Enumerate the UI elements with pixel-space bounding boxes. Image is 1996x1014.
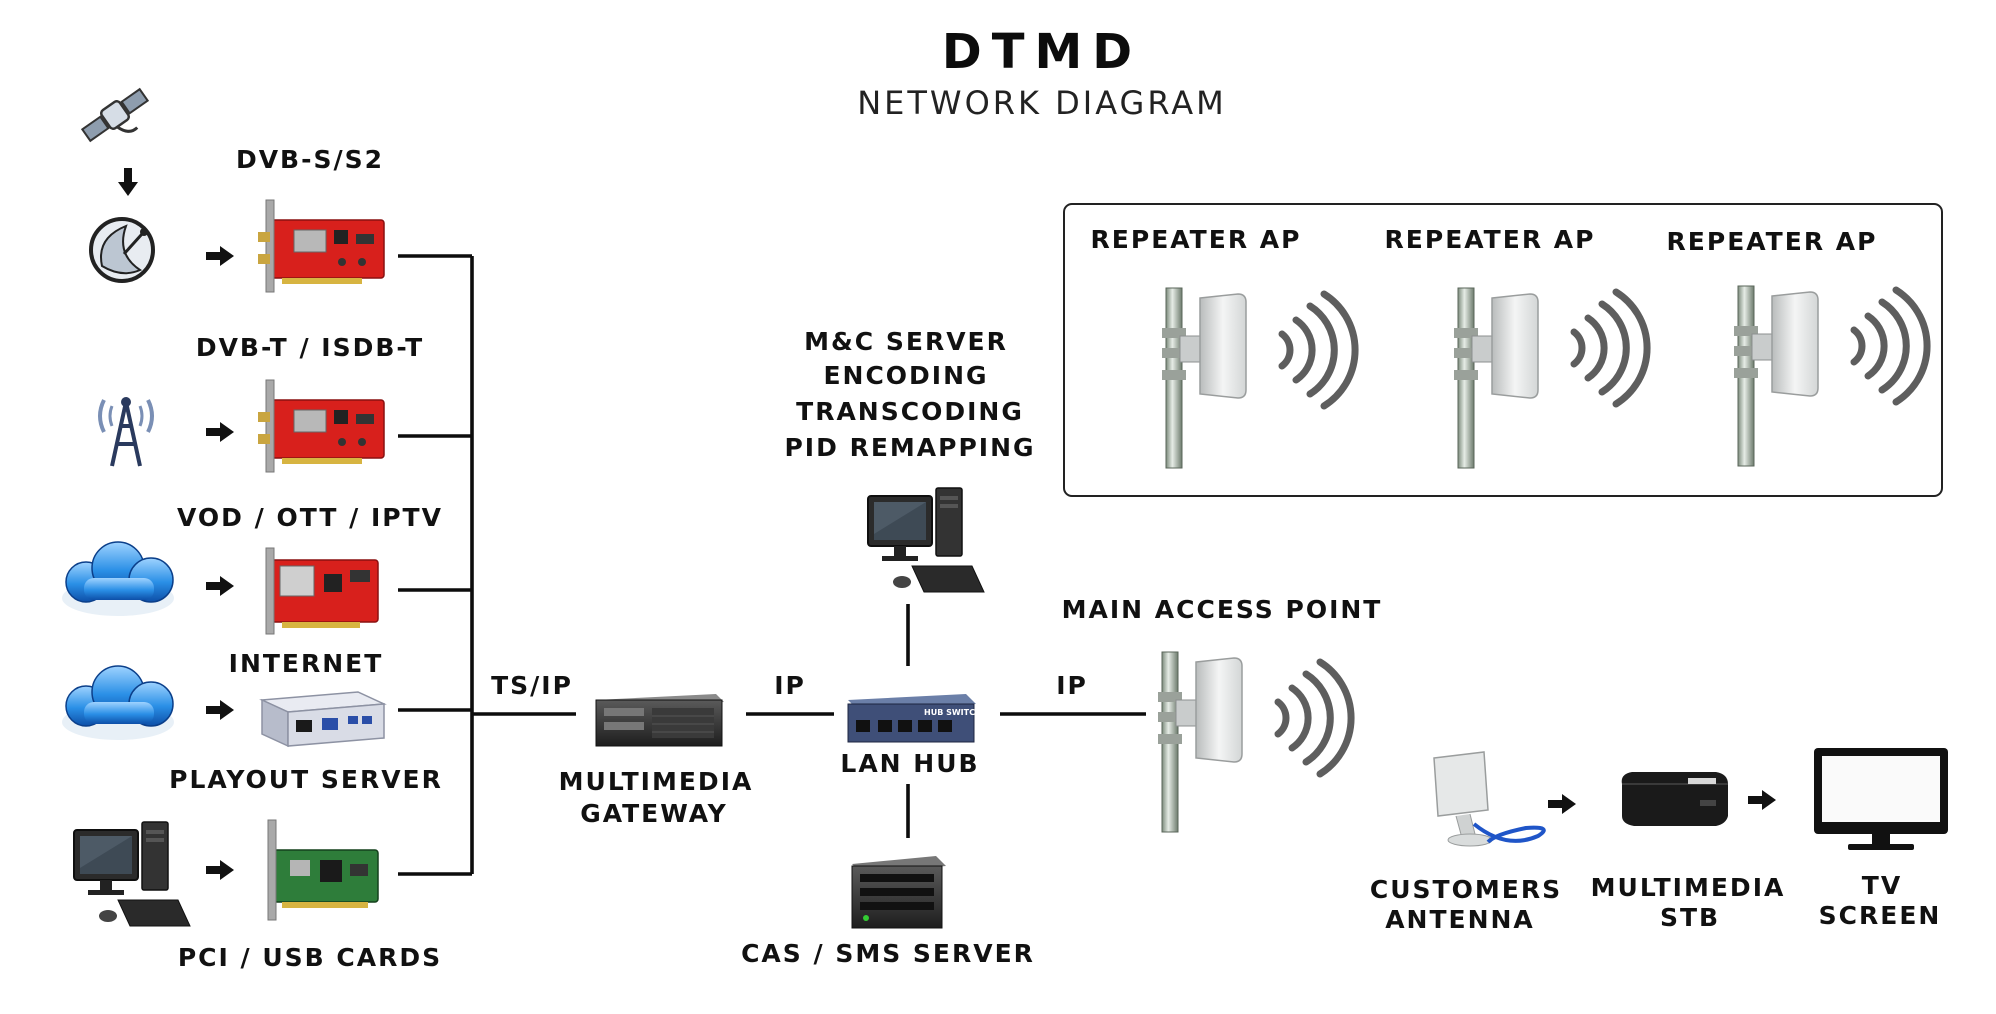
access-point-icon bbox=[1733, 285, 1819, 467]
tuner-card-icon bbox=[257, 199, 385, 293]
repeater-label-1: REPEATER AP bbox=[1091, 225, 1302, 254]
hub-label: LAN HUB bbox=[840, 749, 979, 778]
antenna-label-line2: ANTENNA bbox=[1385, 905, 1535, 934]
link-label-ip-2: IP bbox=[1056, 671, 1088, 700]
arrow-right-icon bbox=[206, 422, 234, 442]
label-playout-server: PLAYOUT SERVER bbox=[169, 765, 443, 794]
tv-label-line1: TV bbox=[1862, 871, 1902, 900]
access-point-icon bbox=[1161, 287, 1247, 469]
tv-label-line2: SCREEN bbox=[1819, 901, 1942, 930]
mc-server-label-line3: TRANSCODING bbox=[796, 397, 1024, 426]
stb-label-line2: STB bbox=[1660, 903, 1720, 932]
label-pci-usb-cards: PCI / USB CARDS bbox=[178, 943, 442, 972]
wifi-signal-icon bbox=[1574, 292, 1647, 404]
cloud-icon bbox=[61, 541, 175, 617]
mc-server-label-line1: M&C SERVER bbox=[804, 327, 1008, 356]
wifi-signal-icon bbox=[1278, 662, 1351, 774]
gateway-label-line1: MULTIMEDIA bbox=[559, 767, 754, 796]
network-switch-icon: HUB SWITCH bbox=[847, 694, 982, 743]
mc-server-label-line4: PID REMAPPING bbox=[784, 433, 1035, 462]
label-dvb-t-isdb-t: DVB-T / ISDB-T bbox=[196, 333, 424, 362]
svg-text:HUB SWITCH: HUB SWITCH bbox=[924, 708, 982, 717]
antenna-label-line1: CUSTOMERS bbox=[1370, 875, 1562, 904]
gateway-label-line2: GATEWAY bbox=[580, 799, 728, 828]
page-subtitle: NETWORK DIAGRAM bbox=[857, 84, 1227, 122]
satellite-dish-icon bbox=[89, 217, 155, 283]
label-vod-ott-iptv: VOD / OTT / IPTV bbox=[177, 503, 443, 532]
arrow-down-icon bbox=[118, 168, 138, 196]
arrow-right-icon bbox=[1548, 794, 1576, 814]
arrow-right-icon bbox=[206, 860, 234, 880]
satellite-icon bbox=[80, 87, 150, 143]
arrow-right-icon bbox=[1748, 790, 1776, 810]
tuner-card-icon bbox=[257, 379, 385, 473]
label-dvb-s-s2: DVB-S/S2 bbox=[236, 145, 384, 174]
label-internet: INTERNET bbox=[229, 649, 384, 678]
arrow-right-icon bbox=[206, 246, 234, 266]
main-ap-label: MAIN ACCESS POINT bbox=[1062, 595, 1383, 624]
page-title: DTMD bbox=[942, 24, 1142, 80]
access-point-icon bbox=[1453, 287, 1539, 469]
tuner-card-icon bbox=[267, 819, 379, 921]
desktop-pc-icon bbox=[867, 487, 985, 593]
repeater-group bbox=[1063, 203, 1943, 497]
cas-server-label: CAS / SMS SERVER bbox=[741, 939, 1035, 968]
source-bus bbox=[398, 254, 576, 876]
wifi-signal-icon bbox=[1854, 290, 1927, 402]
set-top-box-icon bbox=[1621, 772, 1728, 826]
desktop-pc-icon bbox=[73, 821, 191, 927]
broadcast-tower-icon bbox=[98, 397, 154, 467]
repeater-label-3: REPEATER AP bbox=[1667, 227, 1878, 256]
rack-server-icon bbox=[595, 694, 724, 747]
wifi-signal-icon bbox=[1282, 294, 1355, 406]
media-converter-icon bbox=[259, 691, 387, 748]
indoor-antenna-icon bbox=[1433, 751, 1546, 847]
arrow-right-icon bbox=[206, 576, 234, 596]
mc-server-label-line2: ENCODING bbox=[823, 361, 988, 390]
stb-label-line1: MULTIMEDIA bbox=[1591, 873, 1786, 902]
tv-screen-icon bbox=[1814, 748, 1948, 850]
tuner-card-icon bbox=[265, 547, 379, 635]
access-point-icon bbox=[1157, 651, 1243, 833]
rack-server-icon bbox=[851, 856, 946, 929]
arrow-right-icon bbox=[206, 700, 234, 720]
repeater-label-2: REPEATER AP bbox=[1385, 225, 1596, 254]
link-label-ts-ip: TS/IP bbox=[491, 671, 573, 700]
cloud-icon bbox=[61, 665, 175, 741]
link-label-ip-1: IP bbox=[774, 671, 806, 700]
